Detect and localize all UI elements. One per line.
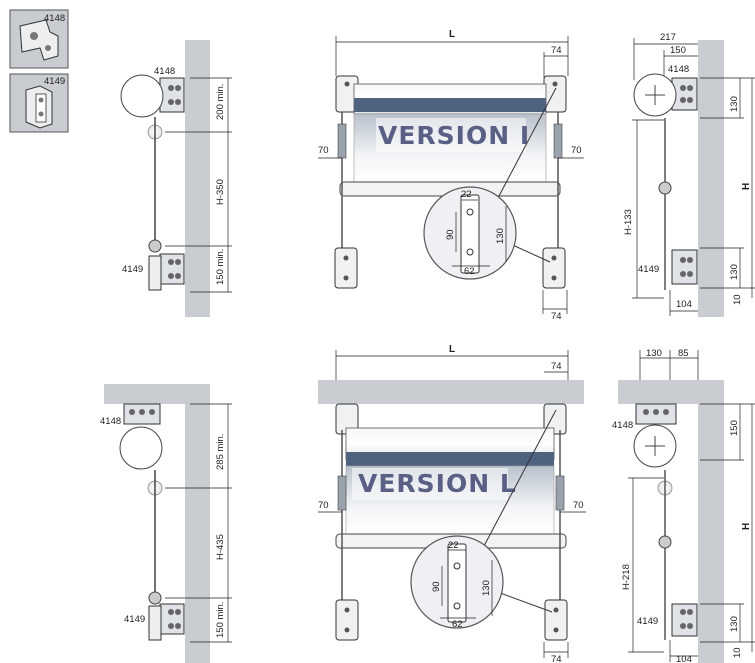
v1-detail-h-left: 90 — [445, 229, 456, 240]
v1-dim-150: 150 — [670, 45, 686, 56]
version-i-front-view: L 74 70 70 74 VERSION I — [318, 29, 584, 322]
v2-detail-h-right: 130 — [481, 580, 492, 596]
version-l-side-view-right: 130 85 4148 4149 H-218 150 H 130 10 104 — [612, 348, 755, 663]
v2-left-label-4148: 4148 — [100, 416, 121, 427]
bracket-4149-icon: 4149 — [9, 73, 69, 133]
v1-fabric-band — [354, 98, 546, 112]
version-i-side-view-right: 217 150 4148 4149 H-133 130 H 130 10 — [623, 32, 755, 317]
v1-left-label-4149: 4149 — [122, 264, 143, 275]
v2-left-dim-mid: H-435 — [215, 534, 226, 560]
v2-left-label-4149: 4149 — [124, 614, 145, 625]
v1-detail-w-bottom: 62 — [464, 266, 475, 277]
v1-dim-104: 104 — [676, 299, 692, 310]
v1-dim-H: H — [741, 183, 752, 190]
v2-dim-150-top: 150 — [729, 420, 740, 436]
v1-dim-10: 10 — [732, 294, 743, 305]
v2-margin-right: 70 — [573, 500, 584, 511]
v1-dim-130-bottom: 130 — [729, 264, 740, 280]
v1-offset-bottom: 74 — [551, 311, 562, 322]
v2-dim-85: 85 — [678, 348, 689, 359]
v1-left-label-4148: 4148 — [154, 66, 175, 77]
v2-dim-H: H — [741, 523, 752, 530]
v2-fabric-band — [346, 452, 554, 466]
v1-width-label: L — [449, 29, 455, 40]
v2-offset-bottom: 74 — [551, 654, 562, 663]
v2-offset-top: 74 — [551, 361, 562, 372]
icon-code-4149: 4149 — [44, 76, 65, 87]
v2-dim-10: 10 — [732, 647, 743, 658]
v1-dim-h133: H-133 — [623, 209, 634, 235]
v2-dim-130-bottom: 130 — [729, 616, 740, 632]
v2-right-label-4148: 4148 — [612, 420, 633, 431]
v2-detail-w-bottom: 62 — [452, 619, 463, 630]
v2-right-label-4149: 4149 — [637, 616, 658, 627]
v1-dim-217: 217 — [660, 32, 676, 43]
version-l-title: VERSION L — [358, 469, 517, 498]
version-i-title: VERSION I — [378, 121, 530, 150]
icon-code-4148: 4148 — [44, 13, 65, 24]
v2-width-label: L — [449, 344, 455, 355]
v1-left-dim-mid: H-350 — [215, 179, 226, 205]
v1-dim-130-top: 130 — [729, 96, 740, 112]
v2-detail-w-top: 22 — [448, 540, 459, 551]
v2-dim-130: 130 — [646, 348, 662, 359]
v1-left-dim-top: 200 min. — [215, 84, 226, 120]
v2-dim-h218: H-218 — [621, 564, 632, 590]
v1-detail-w-top: 22 — [461, 189, 472, 200]
version-l-side-view-left: 4148 4149 285 min. H-435 150 min. — [100, 384, 232, 663]
v1-margin-right: 70 — [571, 145, 582, 156]
v1-detail-h-right: 130 — [495, 228, 506, 244]
v2-left-dim-top: 285 min. — [215, 434, 226, 470]
version-i-side-view-left: 4148 4149 200 min. H-350 150 min. — [120, 40, 232, 317]
v2-detail-h-left: 90 — [431, 581, 442, 592]
v1-right-label-4148: 4148 — [668, 64, 689, 75]
v1-offset-top: 74 — [551, 45, 562, 56]
v2-margin-left: 70 — [318, 500, 329, 511]
v1-margin-left: 70 — [318, 145, 329, 156]
v1-left-dim-bottom: 150 min. — [215, 249, 226, 285]
version-l-front-view: L 74 70 70 74 VERSION L — [318, 344, 586, 663]
v2-dim-104: 104 — [676, 654, 692, 663]
v2-left-dim-bottom: 150 min. — [215, 602, 226, 638]
v1-right-label-4149: 4149 — [638, 264, 659, 275]
bracket-4148-icon: 4148 — [9, 9, 69, 69]
